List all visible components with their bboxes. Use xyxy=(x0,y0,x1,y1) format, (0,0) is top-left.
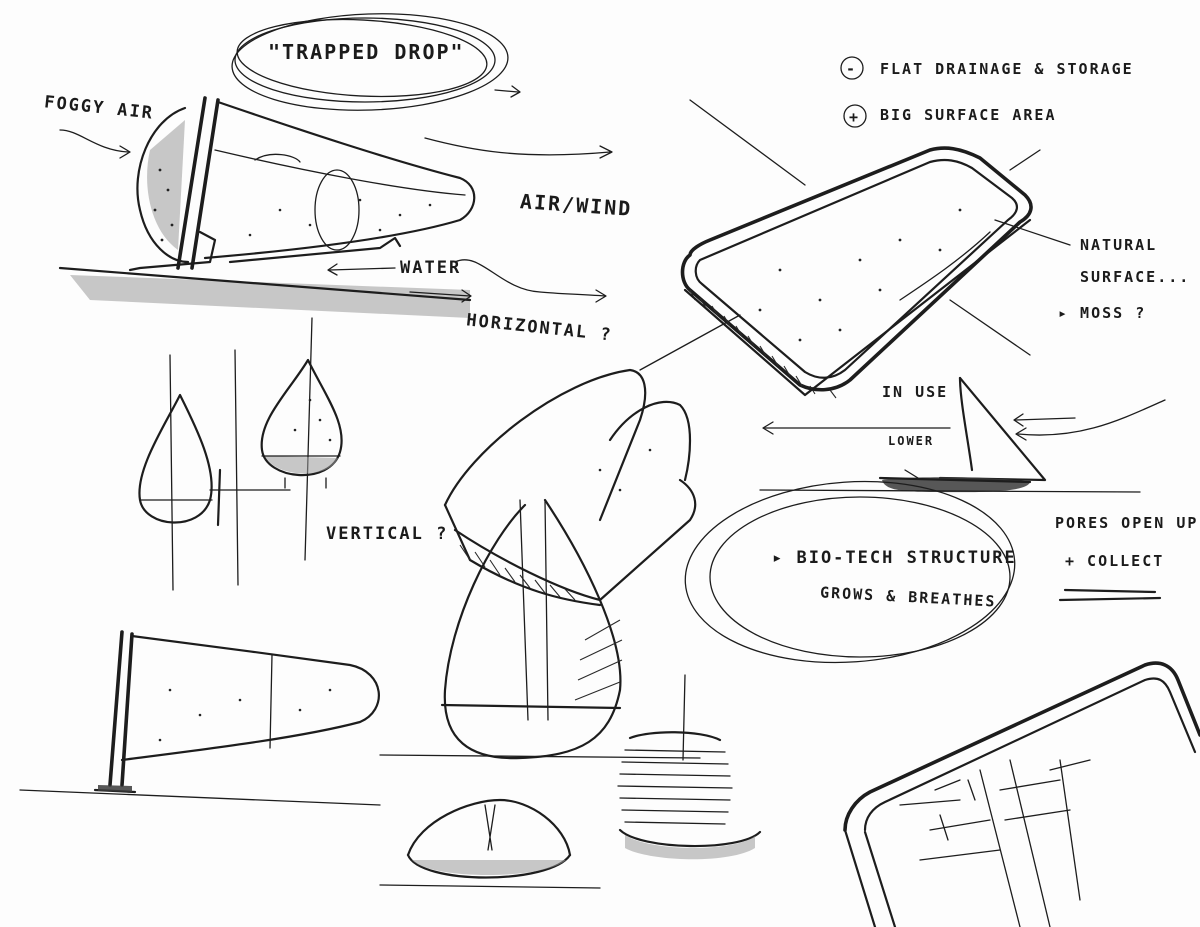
flow-arrows xyxy=(59,85,613,303)
note-pores-open: PORES OPEN UP xyxy=(1055,514,1199,532)
bottom-cone-sketch xyxy=(19,630,381,806)
title-oval xyxy=(231,13,509,111)
note-big-surface: BIG SURFACE AREA xyxy=(880,106,1057,124)
center-shell-sketch xyxy=(379,314,741,761)
note-biotech-structure: ▸ BIO-TECH STRUCTURE xyxy=(772,548,1017,568)
label-lower: LOWER xyxy=(888,434,935,448)
flat-bullet-minus: - xyxy=(846,60,856,78)
note-flat-drainage: FLAT DRAINAGE & STORAGE xyxy=(880,60,1134,78)
flat-tray-sketch xyxy=(680,99,1071,399)
horizontal-cone-sketch xyxy=(58,96,476,318)
note-natural: NATURAL xyxy=(1080,236,1158,254)
sketch-title: "TRAPPED DROP" xyxy=(268,40,465,64)
label-in-use: IN USE xyxy=(882,383,949,401)
frame-corner-sketch xyxy=(843,661,1200,927)
flat-bullet-plus: + xyxy=(849,108,859,126)
note-collect: + COLLECT xyxy=(1065,552,1165,570)
lens-sketch xyxy=(379,798,601,889)
vertical-drop-sketch xyxy=(138,317,343,591)
biotech-oval xyxy=(684,480,1162,664)
coil-sketch xyxy=(617,731,762,860)
label-water: WATER xyxy=(400,258,462,278)
note-moss: ▸ MOSS ? xyxy=(1058,304,1147,322)
label-vertical: VERTICAL ? xyxy=(326,524,449,544)
note-bullets xyxy=(840,56,867,128)
note-surface: SURFACE... xyxy=(1080,268,1191,286)
sail-in-use-sketch xyxy=(759,376,1166,493)
